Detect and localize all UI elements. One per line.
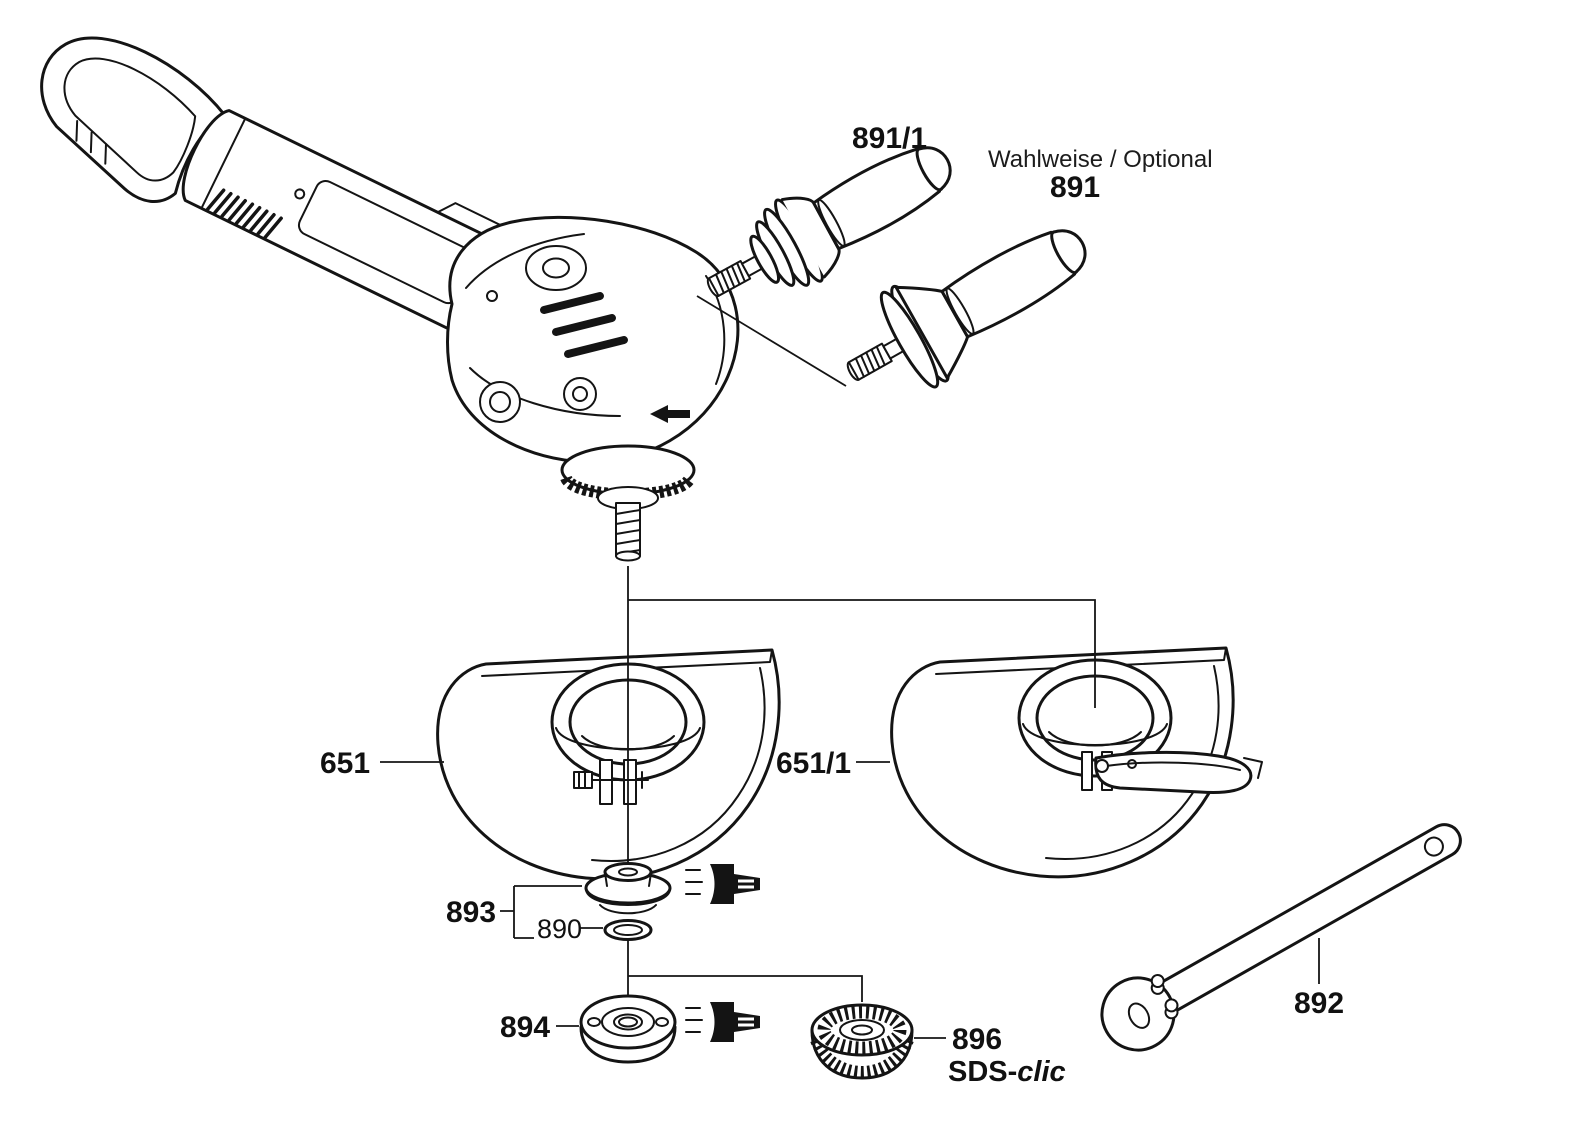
grinder-spindle (560, 444, 696, 562)
connector-lines (627, 566, 1096, 1002)
grinder-rear-handle (40, 36, 227, 203)
flange-893-drawing (584, 862, 672, 915)
guard-651-1-quick-lever (1081, 750, 1263, 794)
angle-grinder-drawing (40, 36, 740, 562)
guard-651-clamp (573, 759, 649, 805)
label-892: 892 (1294, 987, 1344, 1020)
label-896: 896 (952, 1023, 1002, 1056)
optional-note: Wahlweise / Optional (988, 146, 1213, 173)
grease-tube-icon (685, 1002, 760, 1042)
pin-wrench-892-drawing (1100, 823, 1462, 1052)
guard-651-1-drawing (890, 646, 1263, 879)
label-894: 894 (500, 1011, 550, 1044)
oring-890-drawing (603, 919, 653, 941)
grease-tube-icon (685, 864, 760, 904)
sds-clic-logo: SDS-clic (948, 1056, 1066, 1088)
handle-mount-axis-line (696, 295, 847, 387)
label-891-1: 891/1 (852, 122, 927, 155)
label-891: 891 (1050, 171, 1100, 204)
label-leader-lines (380, 761, 1320, 1039)
sds-clic-nut-896-drawing (810, 1003, 914, 1080)
aux-handle-891-drawing (846, 229, 1087, 389)
aux-handle-891-1-drawing (706, 146, 952, 298)
label-651: 651 (320, 747, 370, 780)
guard-651-drawing (436, 648, 781, 881)
spindle-lock-button (525, 245, 587, 291)
label-893: 893 (446, 896, 496, 929)
label-651-1: 651/1 (776, 747, 851, 780)
grinder-gear-head (446, 215, 740, 464)
label-890: 890 (537, 914, 582, 944)
flange-nut-894-drawing (579, 994, 677, 1064)
rotation-arrow-icon (650, 405, 690, 423)
